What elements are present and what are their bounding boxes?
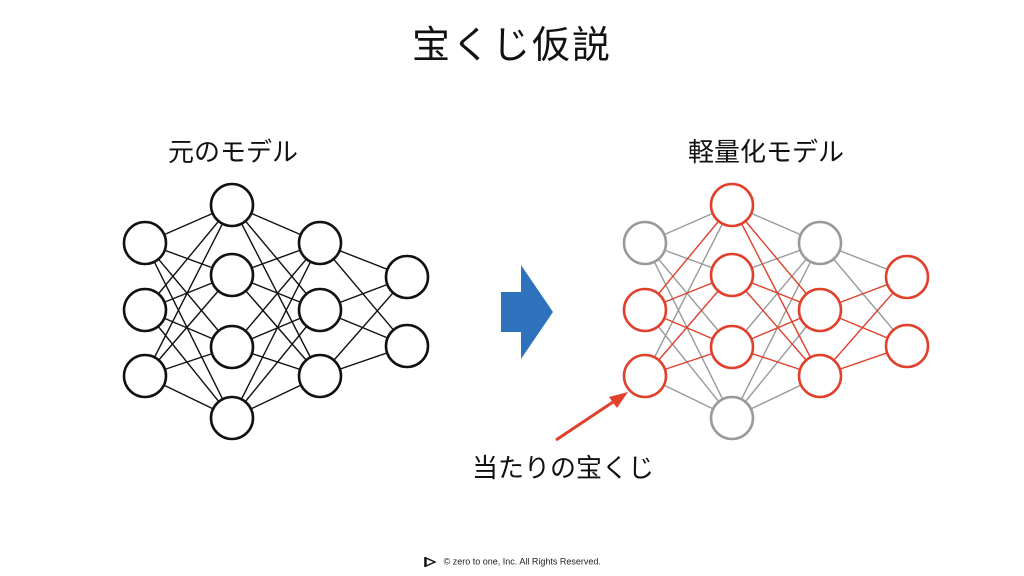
neuron-node [709,395,755,441]
company-logo-icon [424,556,437,568]
winning-node [797,287,843,333]
neuron-node [122,220,168,266]
neuron-node [209,324,255,370]
edge [144,242,233,419]
edge [231,309,321,419]
edge [144,204,233,377]
edge [731,309,821,419]
edge [644,242,733,419]
winning-node [709,252,755,298]
edge [644,204,733,377]
edge [644,242,733,348]
pruned-network [622,182,930,441]
copyright-text: © zero to one, Inc. All Rights Reserved. [443,556,601,567]
pruned-model-label: 軽量化モデル [688,138,845,168]
winning-node [884,254,930,300]
winning-node [709,324,755,370]
edges [144,204,408,419]
edge [144,309,233,419]
edge [231,204,321,311]
edges [644,204,908,419]
neuron-node [384,323,430,369]
original-network [122,182,430,441]
winning-node [797,353,843,399]
neuron-node [122,353,168,399]
nodes [122,182,430,441]
edge [231,204,321,377]
neuron-node [209,395,255,441]
edge [731,242,821,419]
winning-node [622,287,668,333]
slide-title: 宝くじ仮説 [411,23,612,67]
winning-edge [731,274,821,377]
winning-node [709,182,755,228]
winning-edge [644,204,733,311]
edge [819,242,908,347]
callout-arrow [555,392,628,442]
neuron-node [797,220,843,266]
edge [731,242,821,348]
winning-node [884,323,930,369]
original-model-label: 元のモデル [168,138,299,168]
callout-arrowhead-icon [609,392,628,408]
neuron-node [622,220,668,266]
winning-edge [731,204,821,377]
neuron-node [384,254,430,300]
neuron-node [297,287,343,333]
transform-arrow-icon [501,265,553,359]
neuron-node [297,220,343,266]
edge [231,242,321,348]
winning-ticket-label: 当たりの宝くじ [472,454,655,484]
neuron-node [122,287,168,333]
edge [231,274,321,377]
edge [144,204,233,311]
edge [644,309,733,419]
neuron-node [297,353,343,399]
footer: © zero to one, Inc. All Rights Reserved. [0,556,1024,568]
edge [319,242,408,347]
winning-node [622,353,668,399]
edge [231,242,321,419]
callout-arrow-line [555,398,617,442]
nodes [622,182,930,441]
neuron-node [209,252,255,298]
edge [144,242,233,348]
winning-edge [731,204,821,311]
neuron-node [209,182,255,228]
